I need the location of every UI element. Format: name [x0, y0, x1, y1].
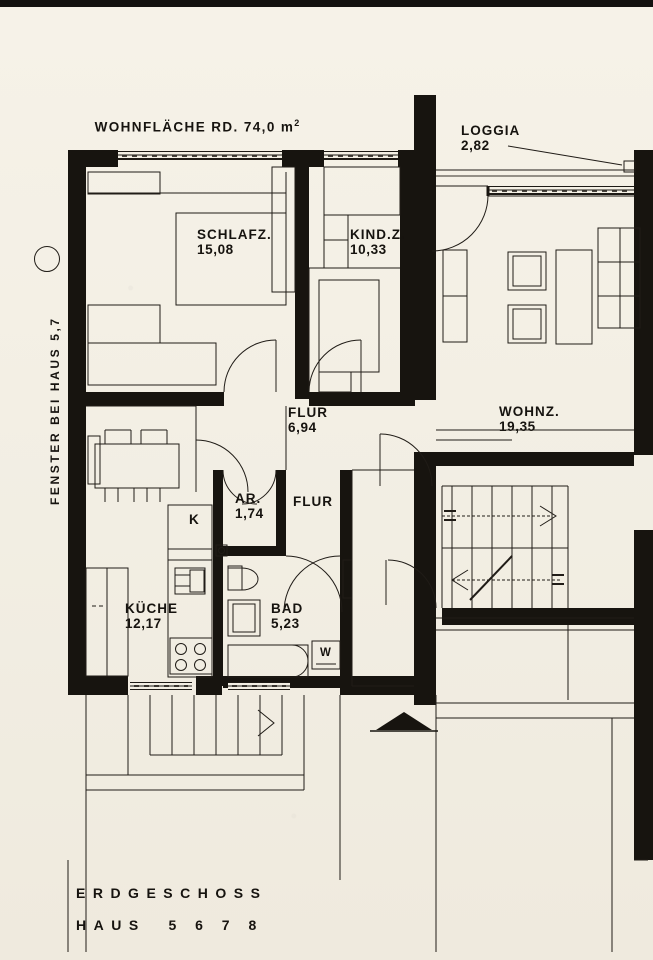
furniture-wohnz-armchair-2 [508, 305, 546, 343]
furniture-kueche-counter-right [168, 505, 212, 677]
wall-below-schlafz [86, 392, 224, 406]
furniture-kueche-counter-left [86, 568, 128, 676]
furniture-wohnz-armchair-1 [508, 252, 546, 290]
footer-erdgeschoss: ERDGESCHOSS [76, 885, 268, 901]
window-schlafz-hatch [122, 155, 278, 157]
room-label-wohnz-area: 19,35 [499, 419, 536, 434]
furniture-kueche-table [95, 444, 179, 488]
wall-right-exterior-upper [414, 95, 436, 400]
side-note-circle-annotation [34, 246, 60, 272]
window-kueche-hatch [134, 685, 188, 687]
room-label-schlafz-area: 15,08 [197, 242, 234, 257]
room-label-loggia-area: 2,82 [461, 138, 490, 153]
staircase-up-arrow [442, 506, 556, 526]
wall-ar-bottom [223, 546, 286, 556]
room-label-bad-name: BAD [271, 601, 304, 616]
wall-kueche-bad-divider [213, 556, 223, 686]
footer-haus-numbers: HAUS 5 6 7 8 [76, 917, 264, 933]
wall-wohnz-bottom [436, 452, 634, 466]
door-loggia-arc [444, 188, 486, 246]
wall-below-kindz [309, 392, 415, 406]
page-title: WOHNFLÄCHE RD. 74,0 m2 [74, 103, 301, 150]
furniture-kindz-low-cabinet [319, 372, 351, 392]
wall-right-of-kindz [400, 150, 415, 400]
furniture-kueche-chairs-top [105, 430, 167, 444]
entrance-stairs-arrow [258, 705, 274, 745]
room-label-kueche-area: 12,17 [125, 616, 162, 631]
room-label-loggia-name: LOGGIA [461, 123, 521, 138]
room-label-ar-name: AR. [235, 491, 262, 506]
room-label-schlafz-name: SCHLAFZ. [197, 227, 272, 242]
room-label-ar-area: 1,74 [235, 506, 264, 521]
shaft-block-lower [404, 376, 413, 385]
staircase-break-line [470, 556, 512, 600]
wall-exterior-left [68, 150, 86, 695]
furniture-kueche-chairs-bottom [105, 488, 160, 502]
furniture-schlafz-wardrobe-bottom [88, 343, 216, 385]
door-flur-upper [368, 400, 414, 446]
wall-right-exterior-lower [414, 455, 436, 705]
furniture-wohnz-shelf-left [443, 250, 467, 342]
staircase-down-arrow [452, 570, 564, 590]
room-label-kammer: K [189, 512, 200, 527]
furniture-kindz-cabinet [319, 280, 379, 372]
wall-stair-landing-right [568, 608, 634, 625]
wall-exterior-far-right-lower [634, 530, 653, 860]
room-label-wohnz-name: WOHNZ. [499, 404, 560, 419]
furniture-kindz-top-shelf [324, 167, 400, 215]
side-note-fenster-bei-haus: FENSTER BEI HAUS 5,7 [48, 316, 62, 505]
fixture-bad-toilet [228, 566, 258, 590]
fixture-bad-bathtub [228, 645, 308, 677]
leader-line-loggia [508, 146, 622, 165]
fixture-bad-sink [228, 600, 260, 636]
furniture-kueche-stove [170, 638, 212, 674]
wall-ar-right [276, 470, 286, 556]
furniture-schlafz-wardrobe-left [88, 305, 160, 343]
entrance-stairs [86, 695, 340, 860]
staircase-upper-flight [442, 486, 568, 608]
wall-exterior-top-left-corner [68, 150, 118, 167]
wall-bad-right [340, 470, 352, 686]
shaft-block-upper [404, 362, 413, 371]
door-kindz [309, 340, 361, 392]
wall-pier-top-middle [282, 150, 324, 167]
wall-between-schlafz-kindz [295, 167, 309, 399]
wall-exterior-bottom-right [340, 676, 436, 695]
room-label-flur-secondary: FLUR [293, 494, 333, 509]
page-top-border [0, 0, 653, 7]
furniture-wohnz-sofa [556, 250, 592, 344]
furniture-schlafz-wardrobe-top [88, 172, 286, 194]
window-wohnz-hatch [492, 190, 630, 192]
wall-exterior-far-right-upper [634, 150, 653, 455]
furniture-kindz-shelf-left [324, 215, 348, 268]
wall-ar-left [213, 470, 223, 556]
wall-exterior-bottom-left [68, 676, 128, 695]
room-label-bad-area: 5,23 [271, 616, 300, 631]
room-label-kueche-name: KÜCHE [125, 601, 179, 616]
furniture-kueche-sink [175, 568, 205, 594]
room-label-washer: W [320, 647, 332, 659]
room-label-flur-main-area: 6,94 [288, 420, 317, 435]
wall-exterior-bottom-mid [196, 676, 222, 695]
closet-schlafz-kindz [272, 167, 295, 292]
door-loggia-real [432, 186, 488, 251]
window-bad-hatch [232, 685, 286, 687]
wall-stair-landing [442, 608, 568, 625]
room-label-kindz-area: 10,33 [350, 242, 387, 257]
page-title-text: WOHNFLÄCHE RD. 74,0 m [94, 119, 295, 135]
room-label-flur-main-name: FLUR [288, 405, 328, 420]
room-label-kindz-name: KIND.Z. [350, 227, 406, 242]
door-schlafz [224, 340, 276, 392]
symbol-canopy [376, 712, 432, 730]
window-kindz-hatch [328, 155, 394, 157]
page-title-superscript: 2 [294, 118, 301, 129]
